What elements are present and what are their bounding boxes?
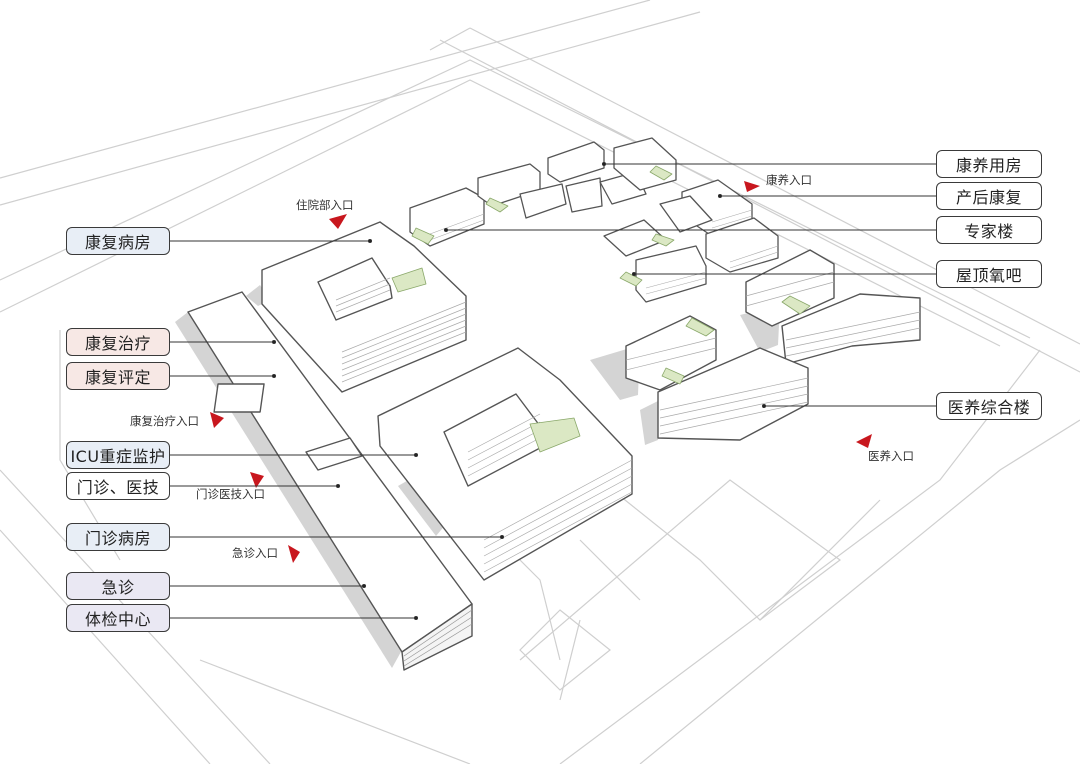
building-top-cluster [409,137,779,303]
building-outpatient-ward [377,347,633,581]
label-emergency: 急诊 [66,572,170,600]
label-postpartum: 产后康复 [936,182,1042,210]
entrance-arrow-emergency [288,545,300,563]
building-hospital-main [187,291,473,671]
entrance-label-rehab-therapy: 康复治疗入口 [130,414,199,428]
entrance-label-inpatient: 住院部入口 [296,198,354,212]
label-rehab-ward: 康复病房 [66,227,170,255]
label-expert-building: 专家楼 [936,216,1042,244]
entrance-label-outpatient: 门诊医技入口 [196,487,265,501]
leader-lines [170,161,936,621]
entrance-arrow-outpatient [250,472,264,488]
label-elderly-care-complex: 医养综合楼 [936,392,1042,420]
entrance-markers [210,181,872,563]
label-wellness-housing: 康养用房 [936,150,1042,178]
label-icu: ICU重症监护 [66,441,170,469]
entrance-arrow-rehab-therapy [210,412,224,428]
label-rooftop-oxygen-bar: 屋顶氧吧 [936,260,1042,288]
building-rehab-ward [261,221,467,393]
building-elderly-care [625,249,921,441]
label-outpatient-medtech: 门诊、医技 [66,472,170,500]
entrance-arrow-wellness [744,181,760,192]
entrance-arrow-elderly-care [856,434,872,448]
entrance-label-elderly-care: 医养入口 [868,449,914,463]
entrance-label-emergency: 急诊入口 [232,546,278,560]
entrance-arrow-inpatient [329,214,347,229]
label-outpatient-ward: 门诊病房 [66,523,170,551]
entrance-label-wellness: 康养入口 [766,173,812,187]
label-health-checkup: 体检中心 [66,604,170,632]
label-rehab-assessment: 康复评定 [66,362,170,390]
label-rehab-therapy: 康复治疗 [66,328,170,356]
